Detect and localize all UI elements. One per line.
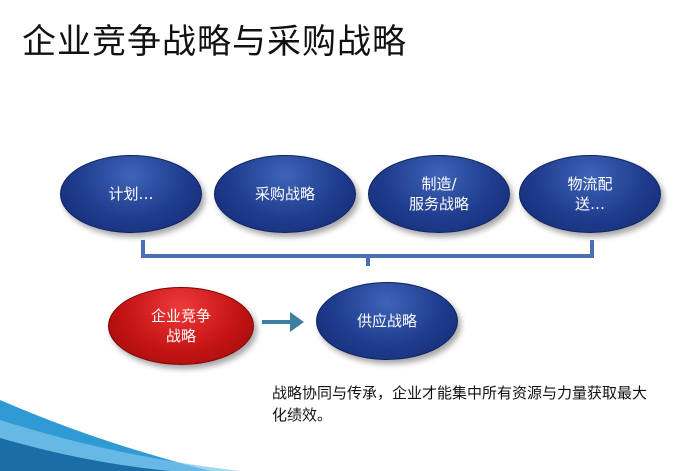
oval-supply-strategy: 供应战略 bbox=[316, 282, 458, 360]
oval-manufacturing-service-strategy: 制造/ 服务战略 bbox=[368, 155, 510, 233]
oval-plan-label: 计划… bbox=[108, 185, 154, 203]
oval-plan: 计划… bbox=[60, 155, 202, 233]
oval-procurement-strategy-label: 采购战略 bbox=[254, 185, 315, 203]
wave-deep bbox=[0, 438, 170, 471]
oval-competitive-strategy-label: 企业竞争 战略 bbox=[150, 307, 211, 345]
flow-arrow bbox=[262, 312, 304, 332]
oval-manufacturing-service-strategy-label: 制造/ 服务战略 bbox=[408, 175, 469, 213]
oval-logistics-distribution-label: 物流配 送… bbox=[567, 175, 613, 213]
slide-title: 企业竞争战略与采购战略 bbox=[22, 22, 407, 62]
oval-logistics-distribution: 物流配 送… bbox=[519, 155, 661, 233]
oval-procurement-strategy: 采购战略 bbox=[214, 155, 356, 233]
oval-competitive-strategy: 企业竞争 战略 bbox=[108, 287, 254, 365]
oval-supply-strategy-label: 供应战略 bbox=[356, 312, 417, 330]
strategy-note: 战略协同与传承，企业才能集中所有资源与力量获取最大化绩效。 bbox=[272, 384, 648, 424]
